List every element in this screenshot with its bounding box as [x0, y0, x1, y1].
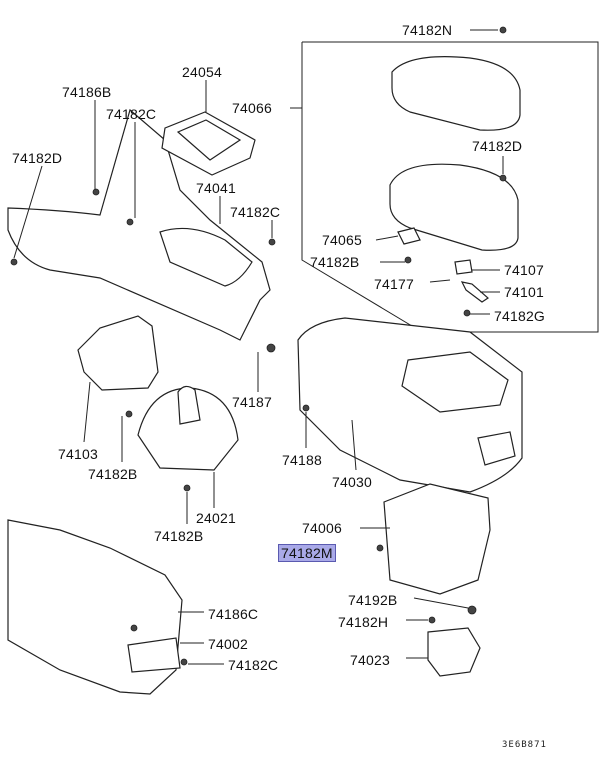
shift-knob-boot	[177, 385, 201, 425]
label-74101: 74101	[504, 284, 544, 300]
armrest-lid-upper	[391, 56, 521, 131]
console-cupholder-recess	[159, 227, 253, 287]
shift-bezel-opening	[176, 119, 242, 161]
label-74182D-b: 74182D	[12, 150, 63, 166]
screw-74182N	[499, 26, 507, 34]
screw-74182D-upper	[499, 174, 507, 182]
console-upper-panel	[7, 108, 271, 341]
clip-74186C	[130, 624, 138, 632]
label-74182H: 74182H	[338, 614, 389, 630]
screw-74182G	[463, 309, 471, 317]
console-box-opening	[401, 351, 509, 413]
screw-74182B-mid	[125, 410, 133, 418]
label-74192B: 74192B	[348, 592, 398, 608]
bracket-74103	[77, 315, 159, 391]
label-74188: 74188	[282, 452, 322, 468]
label-74041: 74041	[196, 180, 236, 196]
leader-74103	[83, 381, 91, 443]
label-24054: 24054	[182, 64, 222, 80]
label-24021: 24021	[196, 510, 236, 526]
rear-console-insert	[127, 637, 181, 673]
part-74107	[454, 259, 473, 275]
label-74182B-c: 74182B	[154, 528, 204, 544]
label-74182N: 74182N	[402, 22, 453, 38]
drawing-code: 3E6B871	[502, 740, 547, 750]
label-74182C-c: 74182C	[228, 657, 279, 673]
leader-74182D-b	[13, 165, 43, 259]
label-74182C-b: 74182C	[230, 204, 281, 220]
label-74187: 74187	[232, 394, 272, 410]
label-74182C-a: 74182C	[106, 106, 157, 122]
label-74006: 74006	[302, 520, 342, 536]
label-74030: 74030	[332, 474, 372, 490]
label-74182B-a: 74182B	[310, 254, 360, 270]
console-tray	[383, 483, 491, 595]
screw-74182B-low	[183, 484, 191, 492]
label-74065: 74065	[322, 232, 362, 248]
label-74103: 74103	[58, 446, 98, 462]
screw-74182C-right	[268, 238, 276, 246]
screw-74182H	[428, 616, 436, 624]
label-74177: 74177	[374, 276, 414, 292]
screw-74182D-left	[10, 258, 18, 266]
label-74002: 74002	[208, 636, 248, 652]
part-74101	[460, 281, 489, 303]
bracket-74023	[427, 627, 481, 677]
screw-74182M	[376, 544, 384, 552]
clip-74187	[266, 343, 276, 353]
leader-74192B	[413, 597, 469, 609]
bolt-74192B	[467, 605, 477, 615]
clip-74186B	[92, 188, 100, 196]
label-74186B: 74186B	[62, 84, 112, 100]
leader-74065	[375, 235, 399, 241]
armrest-group-frame	[301, 41, 599, 333]
clip-74188	[302, 404, 310, 412]
armrest-lid-lower	[389, 163, 519, 251]
label-74023: 74023	[350, 652, 390, 668]
label-74182G: 74182G	[494, 308, 546, 324]
label-74066: 74066	[232, 100, 272, 116]
label-74182B-b: 74182B	[88, 466, 138, 482]
leader-74030	[351, 419, 357, 471]
screw-74182C-left	[126, 218, 134, 226]
label-74182M-highlighted[interactable]: 74182M	[278, 544, 336, 562]
console-box-pocket	[477, 431, 516, 466]
label-74107: 74107	[504, 262, 544, 278]
label-74182D-a: 74182D	[472, 138, 523, 154]
screw-74182C-low	[180, 658, 188, 666]
label-74186C: 74186C	[208, 606, 259, 622]
screw-74182B-upper	[404, 256, 412, 264]
part-74065	[397, 227, 421, 245]
leader-74177	[429, 279, 451, 283]
